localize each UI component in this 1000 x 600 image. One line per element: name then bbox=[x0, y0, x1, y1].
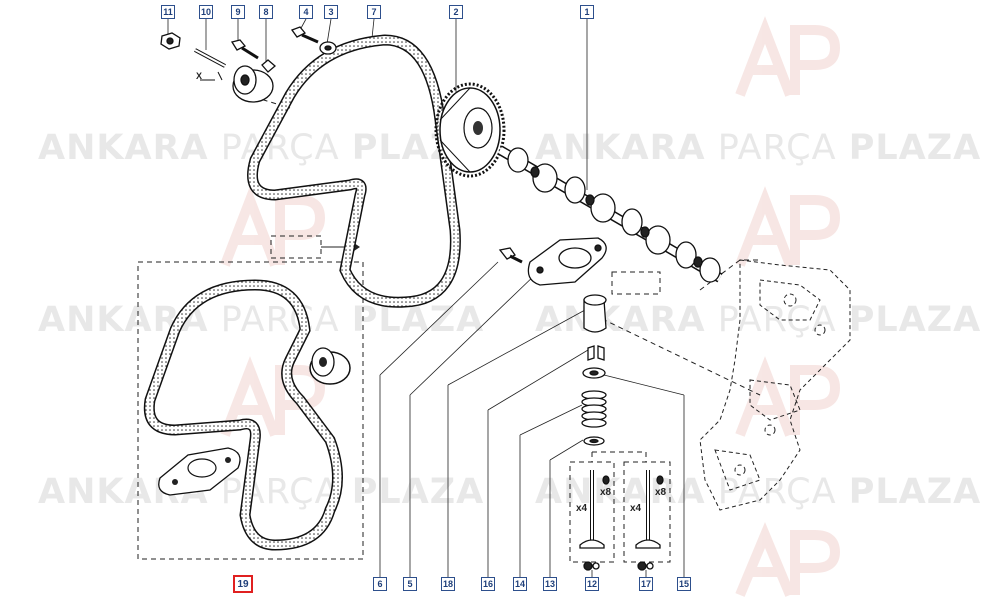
qty-label: x4 bbox=[576, 503, 588, 514]
qty-label: x8 bbox=[655, 487, 667, 498]
callout-10[interactable]: 10 bbox=[199, 5, 213, 19]
qty-label: x4 bbox=[630, 503, 642, 514]
callout-15[interactable]: 15 bbox=[677, 577, 691, 591]
leader-lines bbox=[167, 18, 685, 577]
callout-19-highlighted[interactable]: 19 bbox=[233, 575, 253, 593]
idler-pulley bbox=[498, 237, 607, 286]
callout-5[interactable]: 5 bbox=[403, 577, 417, 591]
callout-14[interactable]: 14 bbox=[513, 577, 527, 591]
logo-watermark bbox=[735, 356, 841, 437]
callout-12[interactable]: 12 bbox=[585, 577, 599, 591]
cylinder-head-sketch bbox=[699, 259, 851, 511]
logo-watermark bbox=[735, 522, 841, 597]
callout-3[interactable]: 3 bbox=[324, 5, 338, 19]
callout-6[interactable]: 6 bbox=[373, 577, 387, 591]
marker-x: X bbox=[196, 71, 203, 81]
valve-parts bbox=[579, 294, 664, 571]
tensioner-assembly bbox=[160, 26, 337, 103]
callout-7[interactable]: 7 bbox=[367, 5, 381, 19]
callout-18[interactable]: 18 bbox=[441, 577, 455, 591]
callout-8[interactable]: 8 bbox=[259, 5, 273, 19]
callout-9[interactable]: 9 bbox=[231, 5, 245, 19]
callout-4[interactable]: 4 bbox=[299, 5, 313, 19]
callout-2[interactable]: 2 bbox=[449, 5, 463, 19]
logo-watermark bbox=[735, 186, 841, 267]
camshaft-sprocket bbox=[434, 82, 506, 178]
callout-11[interactable]: 11 bbox=[161, 5, 175, 19]
callout-17[interactable]: 17 bbox=[639, 577, 653, 591]
callout-16[interactable]: 16 bbox=[481, 577, 495, 591]
camshaft bbox=[497, 145, 723, 283]
logo-watermark bbox=[220, 186, 326, 267]
qty-label: x8 bbox=[600, 487, 612, 498]
timing-belt-kit bbox=[143, 279, 351, 551]
logo-watermark bbox=[735, 16, 841, 97]
callout-13[interactable]: 13 bbox=[543, 577, 557, 591]
callout-1[interactable]: 1 bbox=[580, 5, 594, 19]
